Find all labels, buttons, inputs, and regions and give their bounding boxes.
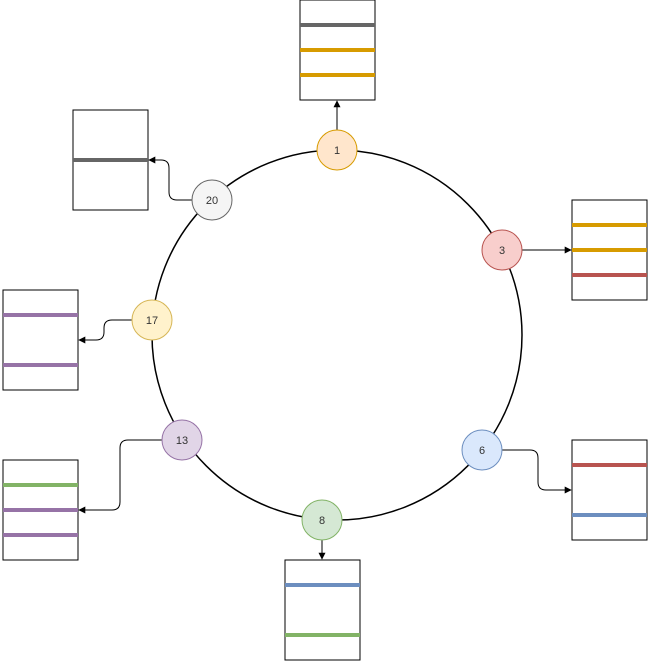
node-label: 17 [146, 315, 158, 327]
storage-box-n20 [72, 109, 149, 211]
storage-box-n6 [571, 439, 648, 541]
storage-box-n17 [2, 289, 79, 391]
node-circle [301, 499, 343, 541]
storage-box-n1 [299, 0, 376, 101]
node-circle [461, 429, 503, 471]
node-circle [191, 179, 233, 221]
node-label: 8 [319, 515, 325, 527]
node-label: 1 [334, 145, 340, 157]
node-circle [131, 299, 173, 341]
edge-n13-box [78, 439, 162, 514]
edge-n6-box [502, 449, 572, 494]
ring-node-13[interactable]: 13 [161, 419, 203, 461]
node-label: 20 [206, 195, 218, 207]
storage-box-n13 [2, 459, 79, 561]
node-label: 3 [499, 245, 505, 257]
node-label: 13 [176, 435, 188, 447]
node-circle [161, 419, 203, 461]
storage-box-n3 [571, 199, 648, 301]
node-circle [481, 229, 523, 271]
ring-node-6[interactable]: 6 [461, 429, 503, 471]
storage-box-n8 [284, 559, 361, 661]
edge-n20-box [148, 156, 192, 201]
ring-node-1[interactable]: 1 [316, 129, 358, 171]
ring-node-20[interactable]: 20 [191, 179, 233, 221]
ring-node-17[interactable]: 17 [131, 299, 173, 341]
ring-node-3[interactable]: 3 [481, 229, 523, 271]
ring-node-8[interactable]: 8 [301, 499, 343, 541]
node-circle [316, 129, 358, 171]
edge-n17-box [78, 319, 132, 344]
node-label: 6 [479, 445, 485, 457]
